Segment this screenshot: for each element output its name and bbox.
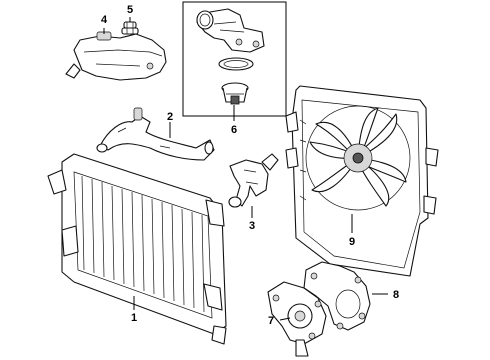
callout-8: 8 bbox=[393, 289, 399, 301]
callout-3: 3 bbox=[249, 220, 255, 232]
callout-2: 2 bbox=[167, 111, 173, 123]
thermostat-housing bbox=[196, 8, 265, 53]
callout-4: 4 bbox=[101, 14, 108, 26]
reservoir-cap bbox=[121, 21, 139, 35]
thermostat bbox=[221, 82, 249, 105]
thermostat-gasket bbox=[218, 57, 254, 71]
water-pump bbox=[267, 281, 327, 357]
callout-1: 1 bbox=[131, 312, 137, 324]
callout-6: 6 bbox=[231, 124, 237, 136]
radiator-fan-shroud bbox=[285, 85, 439, 277]
coolant-reservoir bbox=[65, 31, 167, 81]
upper-radiator-hose bbox=[96, 107, 215, 161]
callout-7: 7 bbox=[268, 315, 274, 327]
callout-5: 5 bbox=[127, 4, 133, 16]
water-pump-gasket bbox=[303, 261, 371, 331]
callout-9: 9 bbox=[349, 236, 355, 248]
radiator-fan bbox=[305, 105, 411, 211]
radiator bbox=[47, 153, 227, 345]
lower-radiator-hose bbox=[228, 153, 279, 208]
